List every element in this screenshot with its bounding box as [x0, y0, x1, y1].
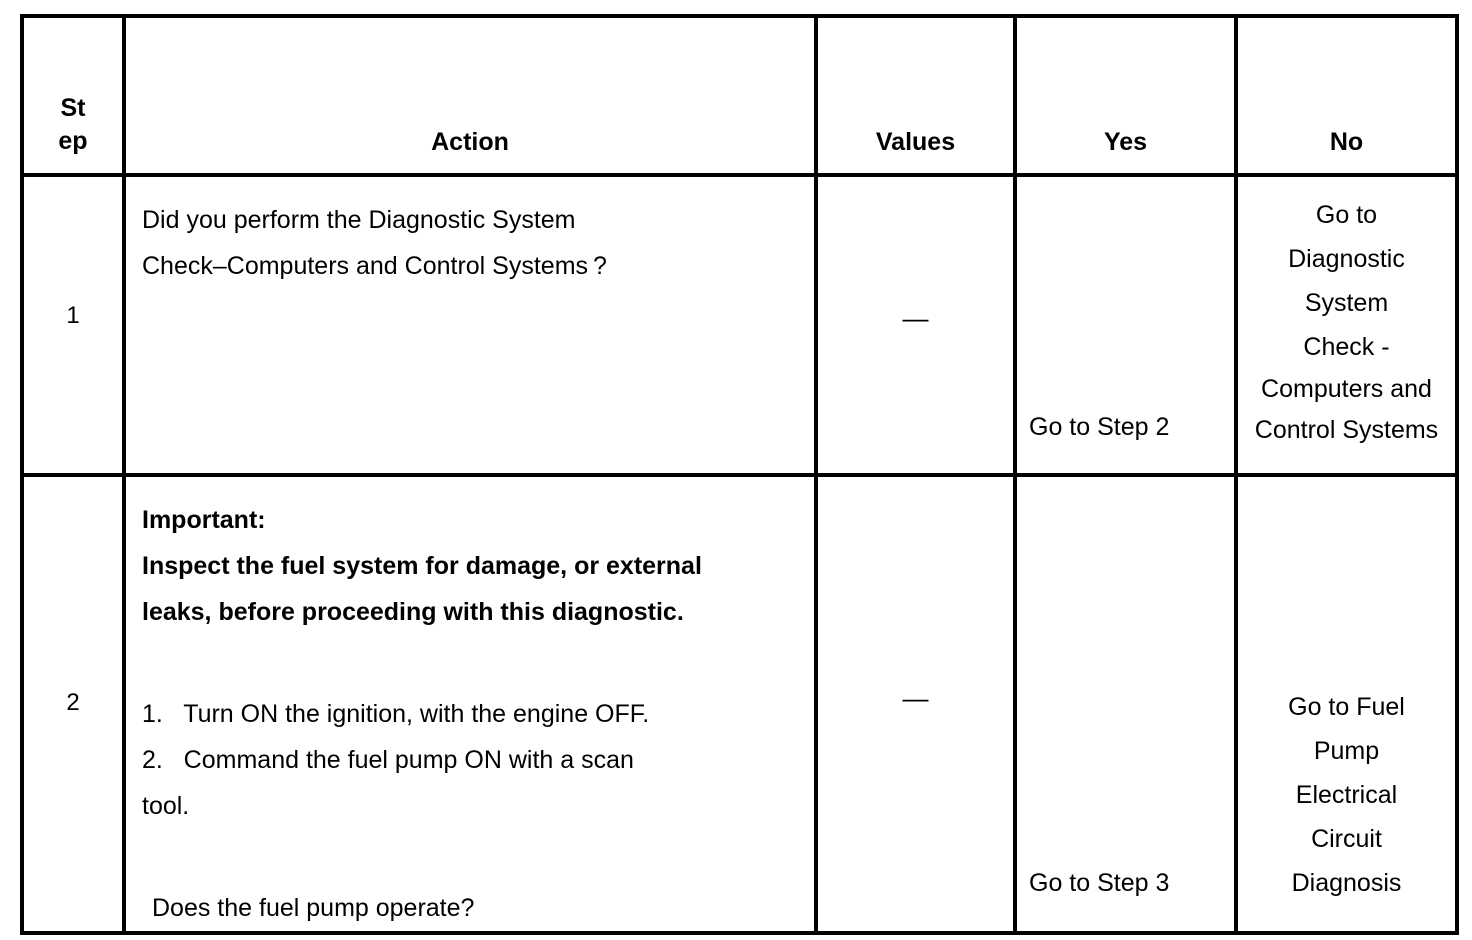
- action-step-item: 2. Command the fuel pump ON with a scan: [142, 746, 634, 774]
- table-header-row: St ep Action Values Yes No: [20, 14, 1459, 177]
- column-header-step-line2: ep: [58, 126, 88, 155]
- action-step-item-wrap: tool.: [142, 792, 190, 820]
- action-content-2: Important: Inspect the fuel system for d…: [126, 477, 814, 931]
- cell-no-2: Go to Fuel Pump Electrical Circuit Diagn…: [1234, 473, 1459, 935]
- action-line: Check–Computers and Control Systems ?: [142, 252, 607, 280]
- no-branch-block: Go to Diagnostic System Check - Computer…: [1240, 193, 1453, 451]
- cell-yes-2: Go to Step 3: [1013, 473, 1238, 935]
- cell-step-number-1: 1: [20, 173, 126, 477]
- step-number: 2: [66, 689, 80, 716]
- yes-branch-text: Go to Step 3: [1029, 869, 1170, 897]
- no-branch-line: Pump: [1313, 737, 1380, 765]
- cell-yes-1: Go to Step 2: [1013, 173, 1238, 477]
- action-line: Did you perform the Diagnostic System: [142, 206, 576, 234]
- step-number: 1: [66, 302, 80, 329]
- cell-values-1: —: [814, 173, 1017, 477]
- no-branch-line: Diagnostic: [1288, 245, 1405, 273]
- cell-action-2: Important: Inspect the fuel system for d…: [122, 473, 818, 935]
- table-row-step-2: 2 Important: Inspect the fuel system for…: [20, 473, 1459, 935]
- no-branch-line: Go to: [1315, 201, 1378, 229]
- no-branch-line: Control Systems: [1254, 416, 1439, 444]
- action-important-line: leaks, before proceeding with this diagn…: [142, 598, 684, 626]
- column-header-no: No: [1234, 14, 1459, 177]
- column-header-action: Action: [122, 14, 818, 177]
- table-body: 1 Did you perform the Diagnostic System …: [20, 173, 1459, 935]
- no-branch-line: Diagnosis: [1291, 869, 1402, 897]
- table-row-step-1: 1 Did you perform the Diagnostic System …: [20, 173, 1459, 477]
- column-header-step: St ep: [20, 14, 126, 177]
- column-header-values: Values: [814, 14, 1017, 177]
- no-branch-line: Check -: [1303, 333, 1390, 361]
- action-spacer: [142, 635, 800, 691]
- diagnostic-procedure-table: St ep Action Values Yes No 1 Did you per…: [20, 14, 1459, 935]
- yes-branch-text: Go to Step 2: [1029, 413, 1170, 441]
- cell-values-2: —: [814, 473, 1017, 935]
- cell-no-1: Go to Diagnostic System Check - Computer…: [1234, 173, 1459, 477]
- cell-action-1: Did you perform the Diagnostic System Ch…: [122, 173, 818, 477]
- column-header-step-line1: St: [60, 94, 86, 122]
- no-branch-block: Go to Fuel Pump Electrical Circuit Diagn…: [1240, 685, 1453, 905]
- action-important-label: Important:: [142, 506, 266, 534]
- column-header-step-stack: St ep: [24, 92, 122, 157]
- action-step-item: 1. Turn ON the ignition, with the engine…: [142, 700, 650, 728]
- cell-step-number-2: 2: [20, 473, 126, 935]
- values-dash: —: [902, 683, 929, 713]
- column-header-yes: Yes: [1013, 14, 1238, 177]
- no-branch-line: Electrical: [1295, 781, 1398, 809]
- no-branch-line: Circuit: [1311, 825, 1382, 853]
- no-branch-line: Go to Fuel: [1288, 693, 1405, 721]
- action-question: Does the fuel pump operate?: [152, 894, 475, 922]
- values-dash: —: [902, 303, 929, 333]
- action-important-line: Inspect the fuel system for damage, or e…: [142, 552, 702, 580]
- no-branch-line: System: [1304, 289, 1389, 317]
- no-branch-line: Computers and: [1261, 375, 1432, 403]
- action-content-1: Did you perform the Diagnostic System Ch…: [126, 177, 814, 289]
- action-spacer: [142, 829, 800, 885]
